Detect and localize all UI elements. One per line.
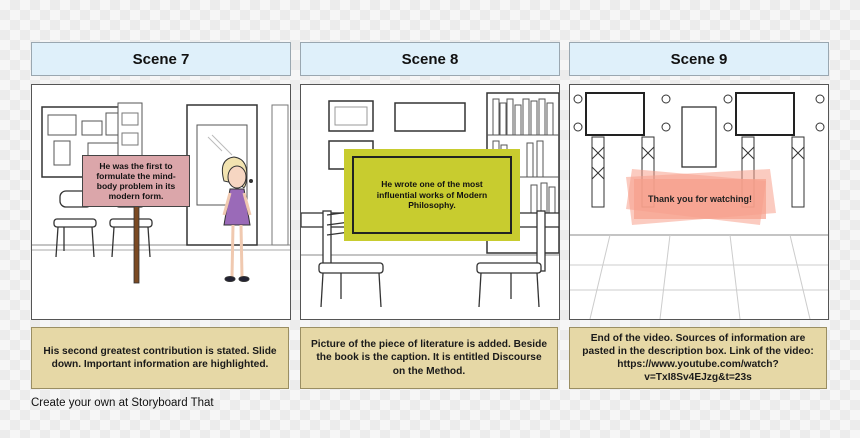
- scene-7-panel[interactable]: He was the first to formulate the mind-b…: [31, 84, 291, 320]
- scene-7-description: His second greatest contribution is stat…: [31, 327, 289, 389]
- scene-8-panel[interactable]: He wrote one of the most influential wor…: [300, 84, 560, 320]
- scene-9-illustration: [570, 92, 828, 319]
- scene-8-sign: He wrote one of the most influential wor…: [344, 149, 520, 241]
- scene-9-title: Scene 9: [569, 42, 829, 76]
- scene-9-description: End of the video. Sources of information…: [569, 327, 827, 389]
- scene-7-sign: He was the first to formulate the mind-b…: [82, 155, 190, 207]
- scene-7-column: Scene 7: [31, 0, 291, 438]
- storyboard-footer-link[interactable]: Create your own at Storyboard That: [31, 397, 214, 409]
- scene-8-title: Scene 8: [300, 42, 560, 76]
- scene-8-column: Scene 8: [300, 0, 560, 438]
- scene-9-sign: Thank you for watching!: [647, 194, 752, 204]
- scene-7-illustration: [32, 102, 290, 284]
- scene-9-column: Scene 9: [569, 0, 829, 438]
- scene-8-description: Picture of the piece of literature is ad…: [300, 327, 558, 389]
- scene-7-title: Scene 7: [31, 42, 291, 76]
- scene-9-panel[interactable]: Thank you for watching!: [569, 84, 829, 320]
- scene-8-sign-text: He wrote one of the most influential wor…: [352, 156, 512, 234]
